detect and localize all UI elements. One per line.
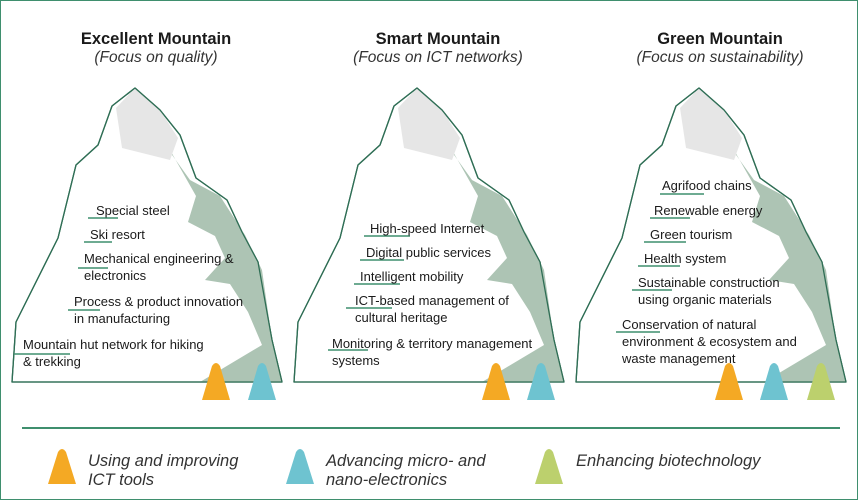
excellent-item: Special steel [96,203,170,218]
mountain-edge [575,87,847,383]
mountain-snowcap [680,88,742,160]
excellent-item: Mountain hut network for hiking& trekkin… [23,337,204,369]
mountain-title-smart: Smart Mountain [375,30,501,48]
green-item: Health system [644,251,727,266]
legend-orange-marker [48,449,76,484]
legend-green-marker [535,449,563,484]
mountain-snowcap [116,88,178,160]
smart-item: High-speed Internet [370,221,485,236]
blue-sector-marker [760,363,788,400]
smart-item: Digital public services [366,245,491,260]
orange-sector-marker [202,363,230,400]
green-sector-marker [807,363,835,400]
blue-sector-marker [248,363,276,400]
green-item: Renewable energy [654,203,763,218]
mountain-subtitle-smart: (Focus on ICT networks) [353,49,523,66]
mountain-title-green: Green Mountain [657,30,783,48]
smart-item: Intelligent mobility [360,269,464,284]
green-item: Agrifood chains [662,178,752,193]
excellent-item: Ski resort [90,227,145,242]
excellent-item: Mechanical engineering &electronics [84,251,234,283]
legend-blue-marker [286,449,314,484]
mountain-subtitle-excellent: (Focus on quality) [94,49,218,66]
mountain-shadow [135,88,282,382]
legend-label-biotech: Enhancing biotechnology [576,452,761,470]
mountain-edge [293,87,565,383]
mountain-title-excellent: Excellent Mountain [80,30,232,48]
orange-sector-marker [482,363,510,400]
mountain-subtitle-green: (Focus on sustainability) [636,49,804,66]
orange-sector-marker [715,363,743,400]
mountain-edge [11,87,283,383]
green-item: Green tourism [650,227,733,242]
blue-sector-marker [527,363,555,400]
mountain-snowcap [398,88,460,160]
